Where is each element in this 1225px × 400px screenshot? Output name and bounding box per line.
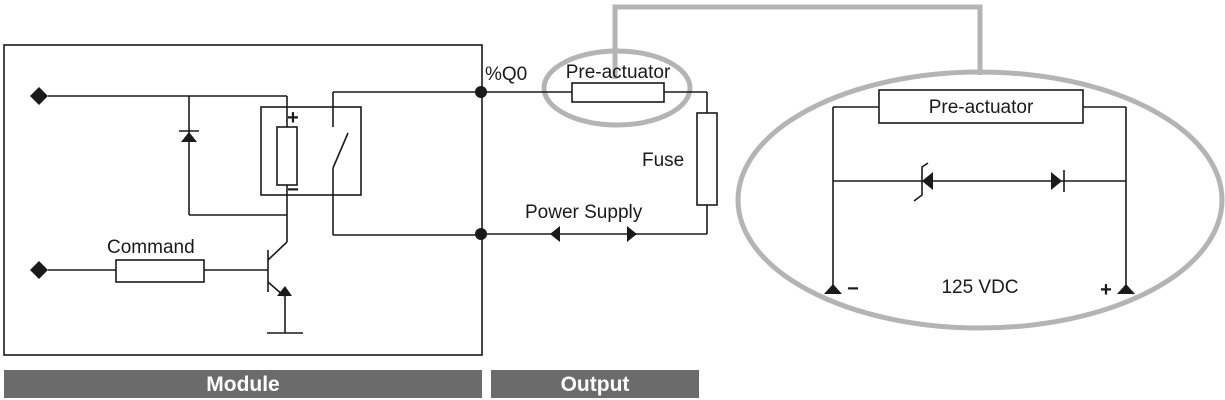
module-bar — [4, 370, 482, 398]
detail-diode-icon — [1051, 172, 1062, 190]
pre-actuator-label: Pre-actuator — [566, 62, 671, 83]
supply-plus-sign: + — [1100, 279, 1112, 301]
command-resistor — [115, 259, 205, 283]
emitter-arrow — [277, 286, 292, 296]
fuse-symbol — [696, 112, 718, 206]
diode-symbol — [181, 132, 197, 142]
output-bar-label: Output — [561, 373, 630, 396]
input-terminal-top — [30, 87, 48, 105]
section-bars: Module Output — [4, 370, 699, 398]
supply-minus-terminal — [824, 284, 842, 294]
power-supply-label: Power Supply — [525, 202, 643, 223]
voltage-label: 125 VDC — [941, 277, 1018, 298]
pre-actuator-highlight-ellipse — [541, 48, 693, 128]
detail-circuit: − + Pre-actuator 125 VDC — [824, 89, 1135, 301]
input-terminal-command — [30, 261, 48, 279]
callout — [541, 4, 1225, 331]
detail-pre-actuator — [878, 89, 1084, 124]
callout-connector — [612, 4, 983, 79]
supply-minus-sign: − — [847, 278, 859, 300]
contact-blade — [332, 132, 349, 169]
detail-pre-actuator-label: Pre-actuator — [929, 97, 1034, 118]
relay-box — [260, 106, 362, 196]
output-bar — [491, 370, 699, 398]
supply-left-arrow — [550, 226, 560, 242]
output-circuit: Pre-actuator Fuse Power Supply — [481, 62, 718, 242]
command-label: Command — [107, 237, 195, 258]
module-circuit: + − Command — [30, 86, 487, 334]
zener-diode-icon — [922, 172, 933, 190]
detail-ellipse — [735, 69, 1225, 331]
supply-right-arrow — [627, 226, 637, 242]
fuse-label: Fuse — [642, 150, 684, 171]
supply-plus-terminal — [1117, 284, 1135, 294]
output-address-label: %Q0 — [485, 64, 527, 85]
coil-plus-sign: + — [287, 107, 299, 129]
transistor-collector — [267, 241, 288, 261]
relay-coil — [276, 126, 298, 186]
zener-bar — [913, 162, 929, 202]
module-bar-label: Module — [206, 373, 280, 396]
coil-minus-sign: − — [287, 179, 299, 201]
pre-actuator-resistor — [571, 82, 665, 103]
module-box — [3, 44, 483, 356]
